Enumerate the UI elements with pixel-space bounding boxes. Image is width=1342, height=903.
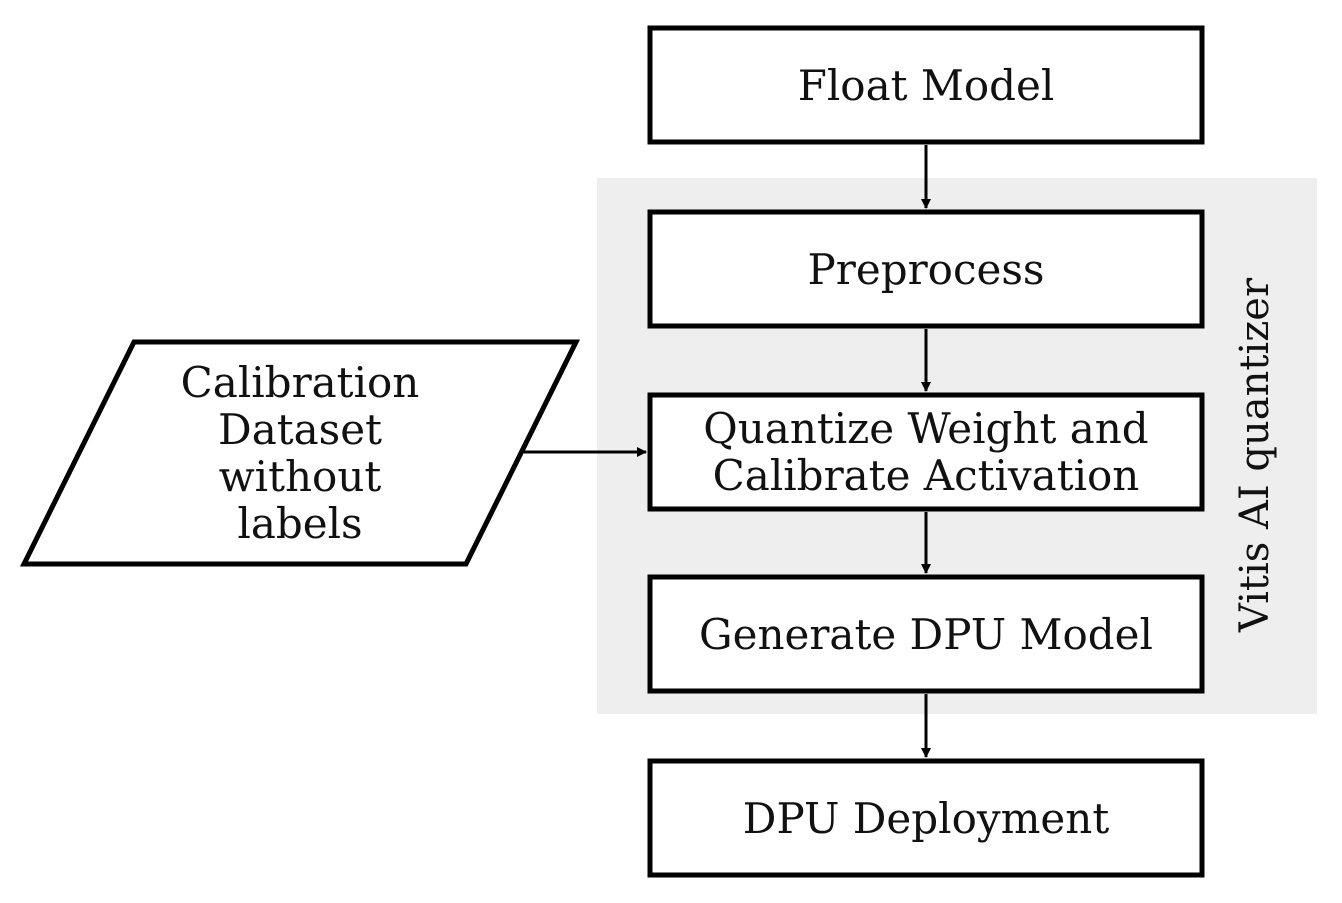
quantize-node: Quantize Weight and Calibrate Activation (647, 392, 1205, 512)
calibration-dataset-node: Calibration Dataset without labels (19, 339, 581, 567)
quantize-label-line1: Quantize Weight and (703, 404, 1148, 453)
generate-label: Generate DPU Model (699, 610, 1153, 659)
float-model-node: Float Model (647, 25, 1205, 145)
calibration-label-line2: Dataset (218, 405, 382, 454)
generate-node: Generate DPU Model (647, 574, 1205, 694)
quantize-box (647, 392, 1205, 512)
preprocess-box (647, 209, 1205, 329)
calibration-label-line1: Calibration (181, 358, 420, 407)
calibration-dataset-shape (19, 339, 581, 567)
quantizer-group-label: Vitis AI quantizer (1232, 277, 1278, 633)
deployment-node: DPU Deployment (647, 758, 1205, 878)
preprocess-node: Preprocess (647, 209, 1205, 329)
float-model-label: Float Model (798, 61, 1055, 110)
quantize-label-line2: Calibrate Activation (713, 451, 1140, 500)
generate-box (647, 574, 1205, 694)
float-model-box (647, 25, 1205, 145)
calibration-label-line4: labels (237, 499, 362, 548)
calibration-label-line3: without (219, 452, 382, 501)
deployment-label: DPU Deployment (743, 794, 1110, 843)
deployment-box (647, 758, 1205, 878)
preprocess-label: Preprocess (808, 245, 1045, 294)
